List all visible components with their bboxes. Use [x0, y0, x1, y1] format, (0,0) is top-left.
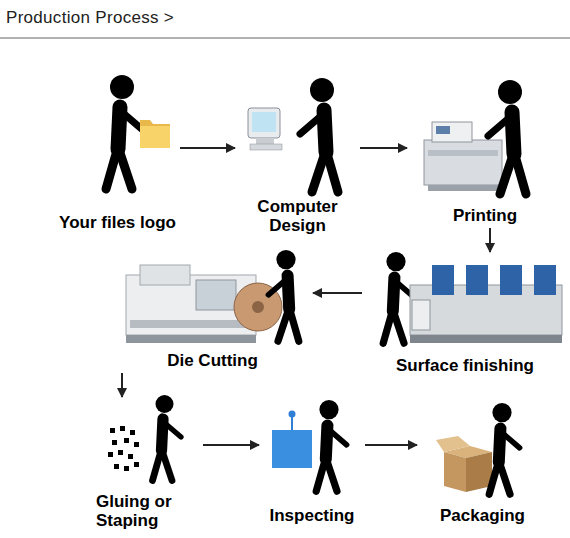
process-step: Printing: [410, 80, 560, 225]
flow-arrow: [365, 444, 417, 446]
stick-figure: [300, 78, 338, 192]
step-label: Computer Design: [238, 197, 357, 235]
step-label: Packaging: [440, 506, 525, 525]
stick-figure: [106, 75, 144, 189]
stick-figure: [488, 80, 526, 194]
inspection-box: [272, 411, 312, 469]
stick-figure: [316, 400, 346, 491]
step-label: Die Cutting: [167, 351, 258, 370]
step-label: Your files logo: [59, 213, 176, 232]
stick-figure: [153, 395, 182, 481]
printing-press-machine: [410, 265, 562, 343]
flow-arrow: [360, 147, 407, 149]
process-step: Die Cutting: [115, 250, 310, 370]
step-label: Surface finishing: [396, 356, 534, 375]
header-rule: [0, 37, 570, 39]
flow-arrow: [313, 292, 362, 294]
step-label: Printing: [453, 206, 517, 225]
folder-icon: [140, 120, 170, 148]
flow-arrow: [203, 444, 259, 446]
flow-arrow: [121, 373, 123, 397]
flow-arrow: [180, 147, 235, 149]
computer-icon: [248, 108, 282, 150]
flow-arrow: [489, 228, 491, 252]
stick-figure: [383, 252, 413, 343]
step-label: Inspecting: [269, 506, 354, 525]
process-step: Your files logo: [58, 70, 177, 232]
process-step: Computer Design: [238, 70, 357, 235]
process-step: Surface finishing: [365, 255, 565, 375]
process-step: Gluing or Staping: [96, 400, 200, 530]
glue-particles: [108, 426, 139, 471]
step-label: Gluing or Staping: [96, 492, 200, 530]
process-step: Packaging: [420, 405, 545, 525]
cardboard-box: [436, 436, 492, 492]
page-title: Production Process >: [6, 8, 174, 28]
stick-figure: [489, 403, 519, 494]
die-cutting-machine: [126, 265, 282, 343]
process-step: Inspecting: [262, 400, 362, 525]
stick-figure: [268, 250, 298, 341]
